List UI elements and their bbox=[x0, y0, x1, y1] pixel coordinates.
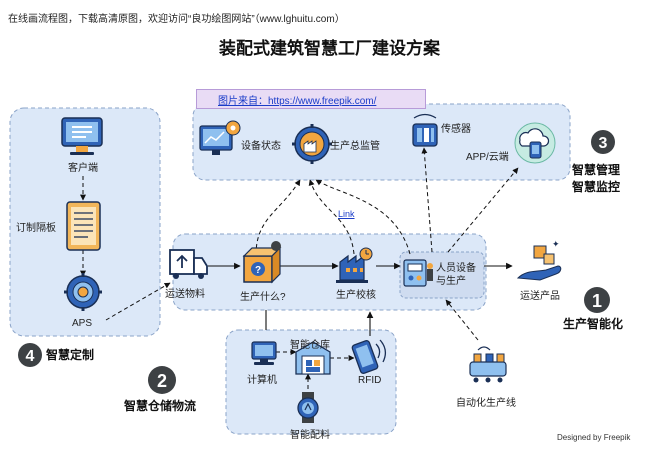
cloud-phone-icon bbox=[514, 122, 556, 164]
badge-2-number: 2 bbox=[157, 371, 167, 391]
label-sensor: 传感器 bbox=[441, 124, 471, 135]
label-rfid: RFID bbox=[358, 375, 382, 386]
badge-3-label: 智慧管理 智慧监控 bbox=[572, 163, 621, 194]
label-custom-panel: 订制隔板 bbox=[16, 223, 56, 234]
monitor-icon bbox=[61, 117, 103, 155]
label-what-to-produce: 生产什么? bbox=[240, 292, 286, 303]
label-transport-material: 运送物料 bbox=[165, 289, 205, 300]
badge-4-number: 4 bbox=[26, 348, 35, 365]
dashboard-gear-icon bbox=[199, 120, 241, 155]
label-deliver-product: 运送产品 bbox=[520, 291, 560, 302]
footer-credit: Designed by Freepik bbox=[557, 433, 631, 442]
label-production-check: 生产校核 bbox=[336, 290, 376, 301]
badge-1: 1 bbox=[584, 287, 610, 313]
badge-4: 4 bbox=[18, 343, 42, 367]
svg-text:?: ? bbox=[255, 265, 261, 276]
source-link[interactable]: 图片来自：https://www.freepik.com/ bbox=[218, 96, 377, 107]
badge-1-number: 1 bbox=[592, 291, 602, 311]
assembly-line-icon bbox=[469, 346, 507, 383]
source-link-box bbox=[196, 89, 426, 109]
label-auto-line: 自动化生产线 bbox=[456, 398, 516, 409]
top-note: 在线画流程图，下载高清原图，欢迎访问“良功绘图网站”（www.lghuitu.c… bbox=[8, 14, 345, 25]
badge-3-number: 3 bbox=[599, 135, 608, 152]
connector-aps-transport bbox=[105, 282, 171, 321]
connector-autoline-people bbox=[445, 299, 479, 341]
connector-people-cloud bbox=[447, 167, 519, 253]
link-label[interactable]: Link bbox=[338, 209, 355, 219]
svg-text:✦: ✦ bbox=[552, 239, 560, 249]
badge-4-label: 智慧定制 bbox=[46, 348, 95, 362]
panel-board-icon bbox=[66, 201, 101, 251]
computer-icon bbox=[251, 341, 277, 365]
worker-machine-icon bbox=[403, 259, 433, 287]
box-question-icon: ? bbox=[242, 241, 282, 284]
label-people-equipment: 人员设备 与生产 bbox=[436, 263, 476, 287]
label-aps: APS bbox=[72, 318, 93, 329]
label-device-status: 设备状态 bbox=[241, 141, 281, 152]
label-computer: 计算机 bbox=[247, 375, 277, 386]
label-smart-warehouse: 智能仓库 bbox=[290, 340, 330, 351]
connector-people-sensor bbox=[421, 147, 433, 253]
truck-icon bbox=[169, 249, 208, 279]
smartwatch-icon bbox=[297, 392, 319, 423]
badge-1-label: 生产智能化 bbox=[563, 317, 624, 331]
label-production-supervision: 生产总监管 bbox=[330, 141, 380, 152]
warehouse-icon bbox=[295, 341, 331, 375]
badge-2-label: 智慧仓储物流 bbox=[124, 399, 197, 413]
page-title: 装配式建筑智慧工厂建设方案 bbox=[219, 39, 440, 58]
sensor-icon bbox=[412, 113, 438, 147]
badge-2: 2 bbox=[148, 366, 176, 394]
label-app-cloud: APP/云端 bbox=[466, 152, 509, 163]
hand-boxes-icon: ✦ bbox=[516, 239, 562, 281]
label-client: 客户端 bbox=[68, 163, 98, 174]
rfid-phone-icon bbox=[351, 339, 387, 374]
connector-what-monitor bbox=[255, 179, 301, 256]
badge-3: 3 bbox=[591, 130, 615, 154]
connector-people-monitor bbox=[315, 179, 411, 255]
factory-gear-icon bbox=[292, 124, 332, 164]
factory-icon bbox=[336, 247, 373, 283]
gear-globe-icon bbox=[64, 273, 102, 311]
connector-check-monitor bbox=[308, 179, 355, 255]
label-smart-material: 智能配料 bbox=[290, 430, 330, 441]
